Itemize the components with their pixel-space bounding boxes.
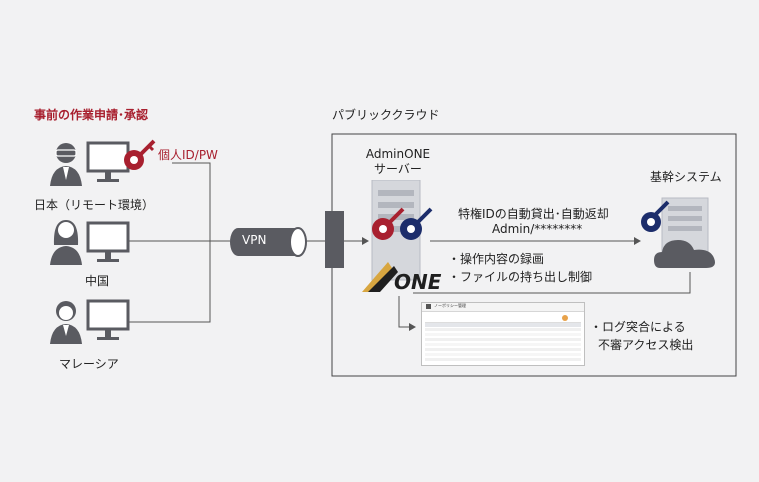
- credential-label: 個人ID/PW: [158, 148, 218, 162]
- auto-lend-return-label: 特権IDの自動貸出･自動返却: [458, 207, 609, 221]
- personal-key-icon: [121, 138, 157, 172]
- operation-log-screenshot: ノーポリシー管理: [421, 302, 585, 366]
- admin-credential-label: Admin/********: [492, 222, 583, 236]
- user-japan: [50, 140, 140, 196]
- person-pc-icon: [50, 141, 130, 186]
- return-line: [413, 272, 691, 294]
- logo-text: ONE: [394, 270, 442, 294]
- target-system-icon: [640, 196, 724, 274]
- pre-approval-heading: 事前の作業申請･承認: [34, 108, 149, 122]
- one-logo-icon: [362, 258, 446, 294]
- user-malaysia: [50, 298, 140, 354]
- screenshot-title: ノーポリシー管理: [434, 303, 466, 308]
- log-feature-line2: 不審アクセス検出: [598, 338, 694, 352]
- bus-line: [126, 162, 211, 323]
- vpn-tunnel: [228, 226, 310, 258]
- location-label-malaysia: マレーシア: [59, 357, 119, 371]
- log-table: [425, 322, 581, 361]
- feature-file-control: ・ファイルの持ち出し制御: [448, 270, 593, 284]
- feature-recording: ・操作内容の録画: [448, 252, 545, 266]
- user-china: [50, 215, 140, 271]
- firewall-icon: [325, 211, 344, 268]
- window-icon: [426, 304, 431, 309]
- person-pc-icon: [50, 299, 130, 344]
- server-key-red-icon: [370, 206, 406, 242]
- public-cloud-heading: パブリッククラウド: [332, 108, 440, 122]
- location-label-china: 中国: [85, 274, 110, 288]
- server-key-navy-icon: [398, 206, 434, 242]
- person-pc-icon: [50, 220, 130, 265]
- location-label-japan: 日本（リモート環境）: [34, 198, 155, 212]
- vpn-label: VPN: [242, 233, 267, 247]
- server-title: AdminONE サーバー: [365, 147, 431, 176]
- log-feature-line1: ・ログ突合による: [590, 320, 686, 334]
- target-system-title: 基幹システム: [650, 170, 722, 184]
- status-icon: [562, 315, 568, 321]
